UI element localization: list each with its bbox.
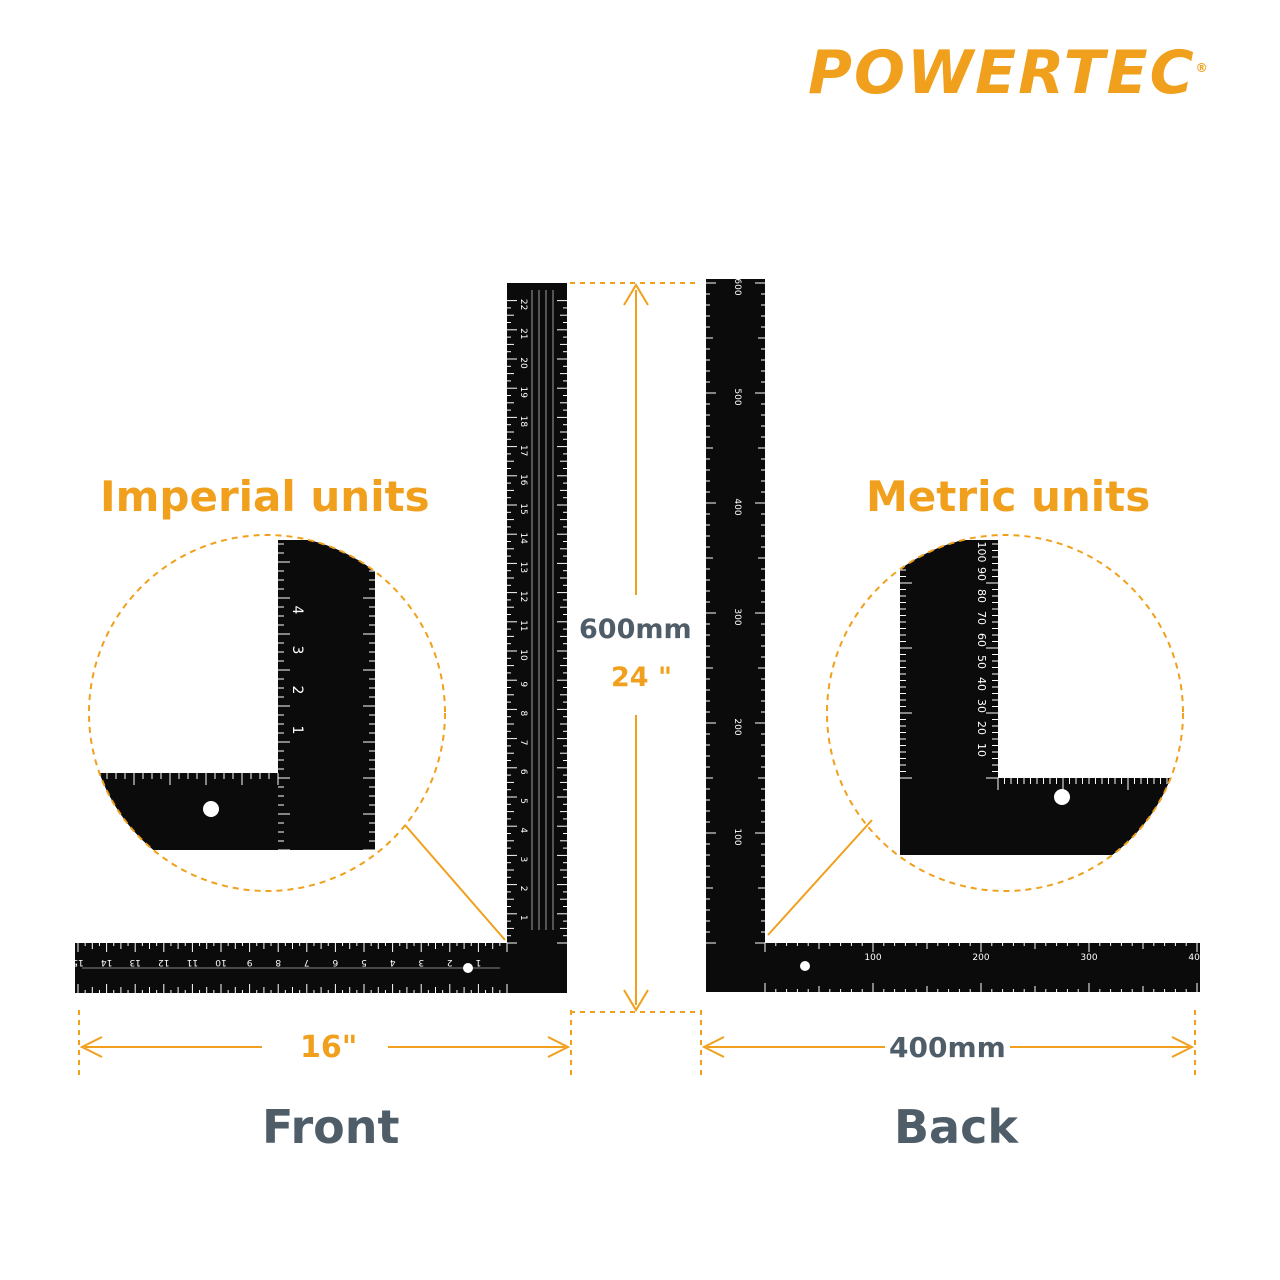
front-vertical-mark-10: 10 [518, 649, 528, 661]
front-horizontal-mark-1: 1 [476, 957, 482, 967]
back-horizontal-mark-300: 300 [1080, 953, 1097, 963]
front-horizontal-mark-6: 6 [332, 957, 338, 967]
front-horizontal-mark-10: 10 [215, 957, 227, 967]
metric-zoom-callout: 10 20 30 40 50 60 70 80 90 100 [767, 534, 1184, 936]
front-vertical-mark-21: 21 [518, 328, 528, 339]
front-vertical-mark-20: 20 [518, 357, 528, 369]
front-vertical-mark-2: 2 [518, 886, 528, 892]
width-metric-label: 400mm [889, 1031, 1006, 1064]
registered-mark: ® [1195, 61, 1210, 75]
front-horizontal-mark-3: 3 [418, 957, 424, 967]
zoom-metric-mark-60: 60 [975, 633, 988, 647]
front-vertical-mark-1: 1 [518, 915, 528, 921]
front-vertical-mark-18: 18 [518, 416, 528, 428]
zoom-metric-mark-80: 80 [975, 589, 988, 603]
front-vertical-mark-17: 17 [518, 445, 528, 456]
zoom-metric-mark-30: 30 [975, 699, 988, 713]
zoom-imperial-mark-2: 2 [289, 686, 305, 695]
back-horizontal-ticks: 100 200 300 400 [764, 943, 1206, 992]
zoom-imperial-mark-3: 3 [289, 646, 305, 655]
front-vertical-mark-15: 15 [518, 503, 528, 514]
zoom-metric-mark-50: 50 [975, 655, 988, 669]
front-vertical-mark-11: 11 [518, 620, 528, 631]
imperial-zoom-callout: 1 2 3 4 [88, 534, 506, 941]
back-vertical-mark-300: 300 [732, 608, 742, 625]
zoom-metric-mark-90: 90 [975, 567, 988, 581]
zoom-metric-mark-40: 40 [975, 677, 988, 691]
front-vertical-mark-19: 19 [518, 386, 528, 398]
front-horizontal-mark-2: 2 [447, 957, 453, 967]
zoom-metric-mark-70: 70 [975, 611, 988, 625]
back-vertical-mark-200: 200 [732, 718, 742, 735]
width-imperial-label: 16" [300, 1030, 358, 1065]
front-vertical-mark-16: 16 [518, 474, 528, 486]
back-horizontal-mark-200: 200 [972, 953, 989, 963]
zoom-imperial-mark-1: 1 [289, 726, 305, 735]
dimension-lines [78, 282, 1196, 1075]
metric-units-heading: Metric units [866, 472, 1151, 521]
front-vertical-mark-3: 3 [518, 857, 528, 863]
back-horizontal-mark-100: 100 [864, 953, 881, 963]
front-horizontal-mark-14: 14 [101, 957, 113, 967]
front-horizontal-mark-7: 7 [304, 957, 310, 967]
front-horizontal-mark-11: 11 [187, 957, 198, 967]
front-vertical-mark-8: 8 [518, 711, 528, 717]
front-horizontal-mark-13: 13 [129, 957, 140, 967]
zoom-metric-mark-20: 20 [975, 721, 988, 735]
front-vertical-mark-22: 22 [518, 299, 528, 310]
front-horizontal-mark-5: 5 [361, 957, 367, 967]
front-horizontal-mark-8: 8 [275, 957, 281, 967]
back-hang-hole [800, 961, 810, 971]
back-vertical-ticks: 100 200 300 400 500 600 [706, 278, 765, 944]
front-vertical-mark-13: 13 [518, 562, 528, 573]
front-horizontal-mark-4: 4 [389, 957, 395, 967]
front-horizontal-mark-12: 12 [158, 957, 169, 967]
front-vertical-mark-12: 12 [518, 591, 528, 602]
front-vertical-mark-9: 9 [518, 681, 528, 687]
front-hang-hole [463, 963, 473, 973]
zoom-metric-mark-100: 100 [975, 542, 988, 563]
imperial-units-heading: Imperial units [100, 472, 430, 521]
front-vertical-mark-6: 6 [518, 769, 528, 775]
back-vertical-mark-600: 600 [732, 278, 742, 295]
height-inch-label: 24 " [611, 662, 673, 693]
front-vertical-mark-7: 7 [518, 740, 528, 746]
back-vertical-mark-100: 100 [732, 828, 742, 845]
front-horizontal-mark-15: 15 [72, 957, 83, 967]
back-ruler: 100 200 300 400 500 600 100 200 300 400 [706, 278, 1206, 992]
front-vertical-mark-4: 4 [518, 827, 528, 833]
brand-logo-text: POWERTEC [808, 38, 1196, 108]
front-vertical-mark-5: 5 [518, 798, 528, 804]
height-mm-label: 600mm [579, 614, 692, 645]
front-caption: Front [262, 1100, 400, 1154]
zoom-metric-mark-10: 10 [975, 743, 988, 757]
brand-logo: POWERTEC® [808, 38, 1210, 108]
front-vertical-mark-14: 14 [518, 532, 528, 544]
back-horizontal-mark-400: 400 [1188, 953, 1205, 963]
back-vertical-mark-400: 400 [732, 498, 742, 515]
zoom-imperial-mark-4: 4 [289, 606, 305, 615]
back-caption: Back [894, 1100, 1018, 1154]
back-vertical-mark-500: 500 [732, 388, 742, 405]
front-horizontal-mark-9: 9 [246, 957, 252, 967]
